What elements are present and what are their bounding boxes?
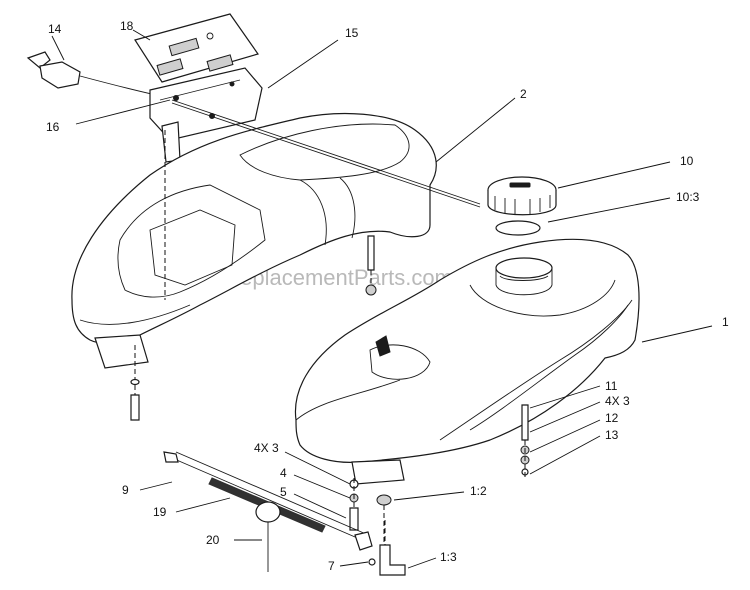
callout-12: 12 [605,411,619,425]
callout-10: 10 [680,154,694,168]
callout-15: 15 [345,26,359,40]
callout-10-3: 10:3 [676,190,700,204]
callout-14: 14 [48,22,62,36]
part-15-cable-rod [171,99,481,208]
part-20-clamp [255,501,281,572]
callout-1-2: 1:2 [470,484,487,498]
fastener-left [130,378,140,421]
part-7-fitting [368,558,376,566]
callout-5: 5 [280,485,287,499]
callout-20: 20 [206,533,220,547]
callout-1-3: 1:3 [440,550,457,564]
part-1-3-elbow-fitting [379,520,406,576]
callout-7: 7 [328,559,335,573]
callout-4x3-left: 4X 3 [254,441,279,455]
callout-13: 13 [605,428,619,442]
callout-4x3-right: 4X 3 [605,394,630,408]
part-10-3-gasket [495,220,541,236]
part-1-2-grommet [376,494,392,545]
callout-19: 19 [153,505,167,519]
callout-4: 4 [280,466,287,480]
callout-9: 9 [122,483,129,497]
callout-11: 11 [605,379,618,393]
part-18-mounting-plate [134,13,259,83]
right-hardware-stack [520,404,530,480]
callout-16: 16 [46,120,60,134]
center-hardware-stack [349,478,359,531]
part-16-bracket [149,67,263,163]
callout-18: 18 [120,19,134,33]
part-10-fuel-cap [487,176,557,216]
part-1-fuel-tank [294,238,640,485]
callout-2: 2 [520,87,527,101]
leader-lines [51,29,713,569]
callout-1: 1 [722,315,729,329]
part-2-console-housing [71,112,437,369]
stud-center [365,235,377,296]
